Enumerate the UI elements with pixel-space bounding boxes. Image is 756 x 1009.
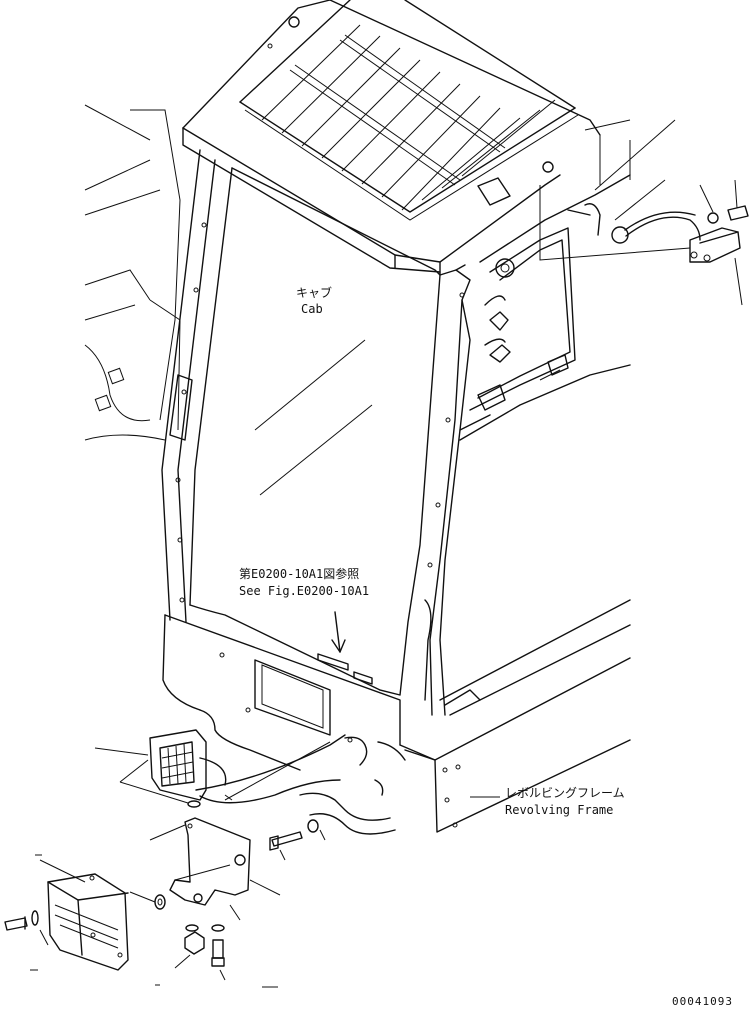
cab-label-jp: キャブ — [296, 286, 333, 300]
cab-frame — [161, 119, 631, 835]
lamp-lens-grid — [161, 743, 194, 785]
drawing-number: 00041093 — [672, 995, 733, 1008]
rear-work-lamp-assembly — [4, 729, 346, 988]
cab-label-en: Cab — [301, 302, 323, 316]
cab-side-lamp-assembly — [539, 119, 749, 306]
reference-label-en: See Fig.E0200-10A1 — [239, 584, 370, 598]
revolving-frame-label-en: Revolving Frame — [505, 803, 614, 817]
reference-label-jp: 第E0200-10A1図参照 — [239, 567, 360, 581]
roof-panel-ribs — [261, 24, 556, 211]
revolving-frame-label-jp: レボルビングフレーム — [505, 786, 625, 800]
machine-background-outline — [84, 104, 181, 441]
cab-roof — [182, 0, 601, 276]
